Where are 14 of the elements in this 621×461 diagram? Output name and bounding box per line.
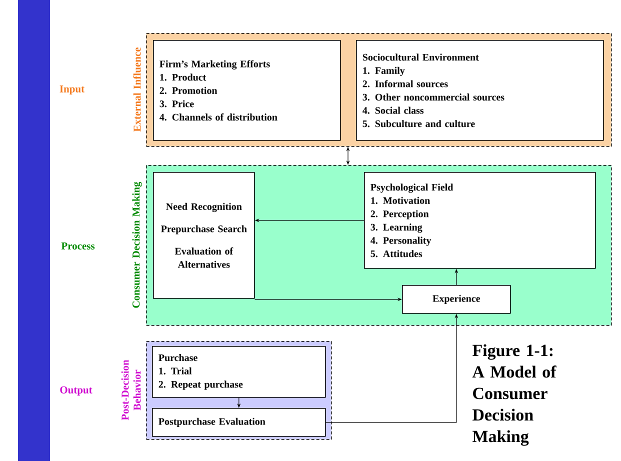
stage-label: Output: [60, 386, 92, 396]
text-box: Experience: [402, 285, 511, 314]
rotated-heading: Post-Decision Behavior: [121, 360, 141, 420]
text-box: Sociocultural Environment 1. Family 2. Informal sources 3. Other noncommercial sources 4. Social class 5. Subculture and culture: [356, 40, 604, 141]
text-box: Firm’s Marketing Efforts 1. Product 2. Promotion 3. Price 4. Channels of distribution: [153, 40, 341, 141]
rotated-heading: External Influence: [133, 47, 141, 132]
figure-caption: Figure 1-1: A Model of Consumer Decision Making: [472, 344, 556, 446]
text-box: Psychological Field 1. Motivation 2. Perception 3. Learning 4. Personality 5. Attitudes: [364, 172, 596, 269]
text-box: Need Recognition Prepurchase Search Evaluation of Alternatives: [153, 172, 255, 299]
text-box: Postpurchase Evaluation: [152, 408, 326, 437]
text-box: Purchase 1. Trial 2. Repeat purchase: [152, 346, 326, 398]
rotated-heading: Consumer Decision Making: [132, 182, 142, 308]
stage-label: Input: [60, 85, 84, 95]
stage-label: Process: [61, 242, 95, 250]
